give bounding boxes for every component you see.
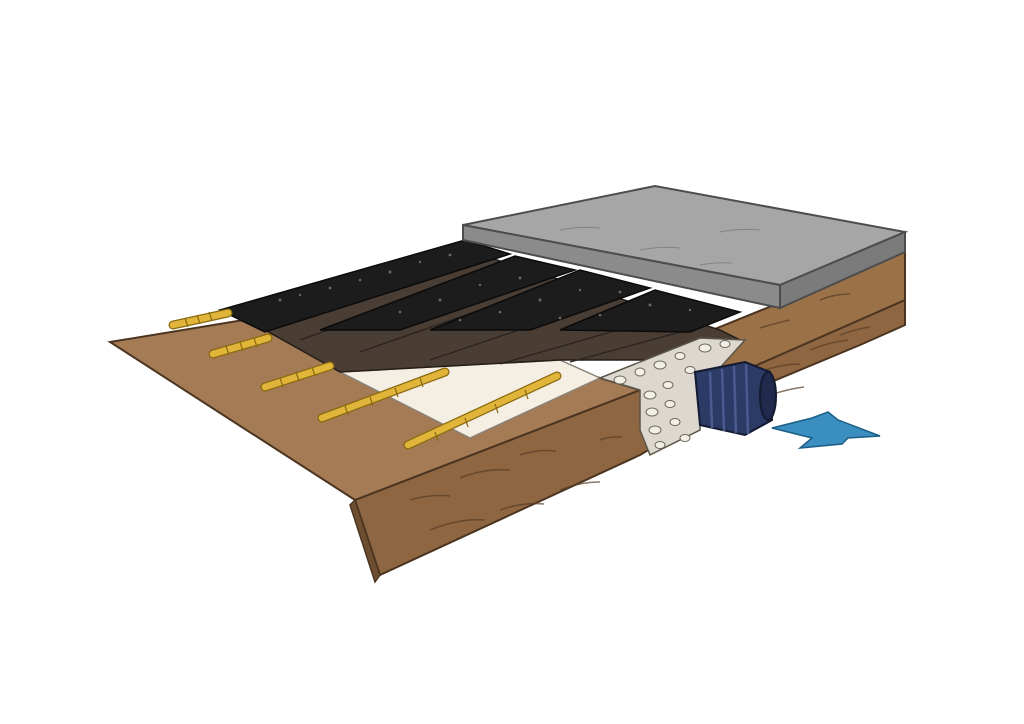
soil-bottom-edge xyxy=(349,498,381,584)
gravel-fill xyxy=(597,337,747,457)
slab-right-side xyxy=(779,230,906,310)
drainage-channels xyxy=(217,239,743,333)
pipe-body xyxy=(693,360,774,437)
rebar-4 xyxy=(317,367,450,423)
rebar-2 xyxy=(208,333,273,359)
rebar-5 xyxy=(403,371,562,450)
pipe-corrugations xyxy=(708,363,750,435)
rebar-ribs xyxy=(184,311,529,442)
drain-channel-1 xyxy=(217,239,513,333)
arrow-right-icon xyxy=(771,411,881,449)
drain-pipe xyxy=(693,360,777,437)
gravel-stones xyxy=(613,340,731,449)
drain-channel-4 xyxy=(559,289,743,333)
slab-texture xyxy=(559,226,761,266)
aggregate-speckles xyxy=(278,253,692,322)
soil-texture xyxy=(409,293,871,531)
drain-channel-2 xyxy=(319,255,578,331)
rebar-group xyxy=(168,308,562,450)
pipe-outlet xyxy=(759,371,777,421)
concrete-slab xyxy=(462,184,909,310)
rebar-1 xyxy=(168,308,233,330)
gravel-trench xyxy=(597,337,747,457)
